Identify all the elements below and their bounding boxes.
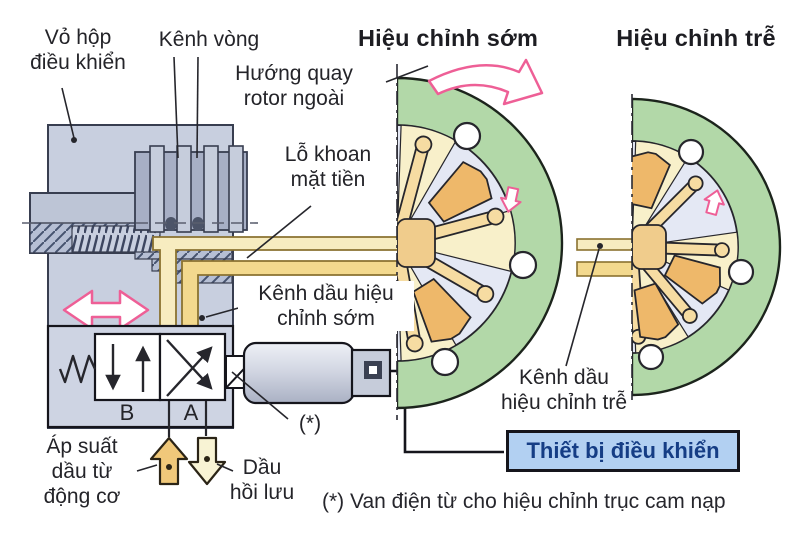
rotation-label: Hướng quay rotor ngoài xyxy=(235,62,353,111)
solenoid-connector xyxy=(350,348,392,398)
control-unit-box: Thiết bị điều khiển xyxy=(506,430,740,472)
rotor-retard xyxy=(631,94,782,400)
port-b-label: B xyxy=(119,400,135,425)
retard-oil-link xyxy=(576,238,636,277)
title-retard: Hiệu chỉnh trễ xyxy=(616,25,776,51)
solenoid-valve-schematic xyxy=(46,324,235,437)
flow-arrows xyxy=(149,436,227,486)
front-hole-label: Lỗ khoan mặt tiền xyxy=(284,143,372,192)
solenoid-actuator xyxy=(225,341,392,405)
rotation-arrow-icon xyxy=(427,58,544,106)
advance-direction-arrow-icon xyxy=(500,186,522,213)
return-oil-label: Dầu hồi lưu xyxy=(229,456,295,505)
oil-pressure-label: Áp suất dầu từ động cơ xyxy=(43,435,121,509)
valve-position-b xyxy=(93,332,162,402)
ring-channels xyxy=(134,145,248,233)
slide-arrow-icon xyxy=(62,289,150,331)
rotor-advance xyxy=(396,64,564,420)
footnote: (*) Van điện từ cho hiệu chỉnh trục cam … xyxy=(322,490,726,513)
solenoid-star-label: (*) xyxy=(298,412,322,435)
port-a-label: A xyxy=(183,400,199,425)
title-advance: Hiệu chỉnh sớm xyxy=(357,25,539,51)
spring-icon xyxy=(58,354,97,384)
retard-direction-arrow-icon xyxy=(703,189,725,216)
advance-channel-label: Kênh dầu hiệu chỉnh sớm xyxy=(238,281,414,332)
housing-label: Vỏ hộp điều khiển xyxy=(30,26,126,75)
solenoid-cylinder xyxy=(242,341,356,405)
ring-channel-label: Kênh vòng xyxy=(158,28,260,51)
retard-channel-label: Kênh dầu hiệu chỉnh trễ xyxy=(500,366,628,415)
leader-lines xyxy=(61,56,603,472)
oil-supply-arrow-icon xyxy=(149,436,189,486)
